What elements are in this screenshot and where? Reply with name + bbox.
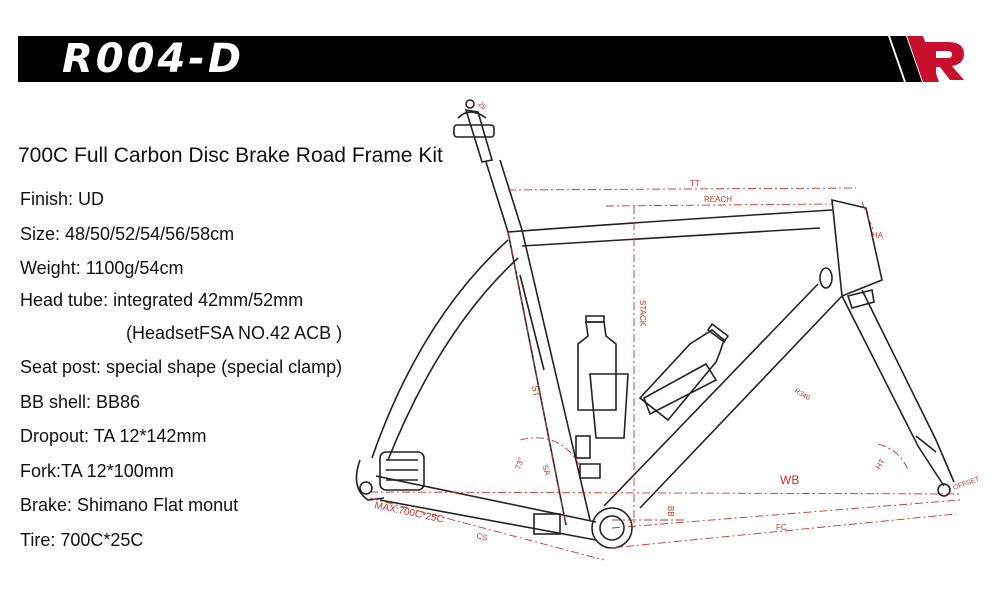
label-ht: HT bbox=[874, 457, 887, 471]
dimension-labels: TT REACH STACK HA ST SA 73° HT R340 WB B… bbox=[373, 101, 981, 543]
label-bb: BB bbox=[666, 506, 675, 517]
headline: 700C Full Carbon Disc Brake Road Frame K… bbox=[18, 144, 443, 167]
spec-brake: Brake: Shimano Flat monut bbox=[20, 495, 239, 515]
spec-size: Size: 48/50/52/54/56/58cm bbox=[20, 224, 235, 244]
label-sa-angle: 73° bbox=[513, 456, 526, 470]
header-banner bbox=[18, 36, 980, 82]
label-reach: REACH bbox=[704, 195, 732, 204]
spec-fork: Fork:TA 12*100mm bbox=[20, 461, 174, 481]
label-stack: STACK bbox=[638, 300, 647, 327]
label-cs: CS bbox=[475, 531, 488, 543]
label-st: ST bbox=[530, 385, 542, 399]
spec-bb-shell: BB shell: BB86 bbox=[20, 392, 141, 412]
label-ha: HA bbox=[872, 231, 884, 240]
model-name: R004-D bbox=[62, 36, 245, 82]
banner-shape bbox=[18, 36, 939, 82]
label-sa: SA bbox=[540, 464, 552, 478]
label-tt: TT bbox=[690, 179, 700, 188]
spec-headset: (HeadsetFSA NO.42 ACB ) bbox=[126, 323, 343, 343]
spec-dropout: Dropout: TA 12*142mm bbox=[20, 426, 207, 446]
label-fc: FC bbox=[776, 523, 787, 532]
label-r340: R340 bbox=[793, 388, 811, 402]
spec-head-tube: Head tube: integrated 42mm/52mm bbox=[20, 290, 304, 310]
spec-weight: Weight: 1100g/54cm bbox=[20, 258, 184, 278]
brand-logo-icon bbox=[924, 42, 964, 80]
spec-finish: Finish: UD bbox=[20, 189, 105, 209]
dimension-lines bbox=[369, 187, 961, 561]
spec-tire: Tire: 700C*25C bbox=[20, 530, 144, 550]
frame-outline bbox=[355, 99, 955, 549]
label-seat-clamp-angle: 25 bbox=[476, 101, 486, 112]
label-wb: WB bbox=[780, 473, 799, 487]
label-offset: OFFSET bbox=[952, 476, 981, 492]
label-tire-max: MAX:700C*25C bbox=[373, 500, 444, 525]
spec-seat-post: Seat post: special shape (special clamp) bbox=[20, 357, 343, 377]
